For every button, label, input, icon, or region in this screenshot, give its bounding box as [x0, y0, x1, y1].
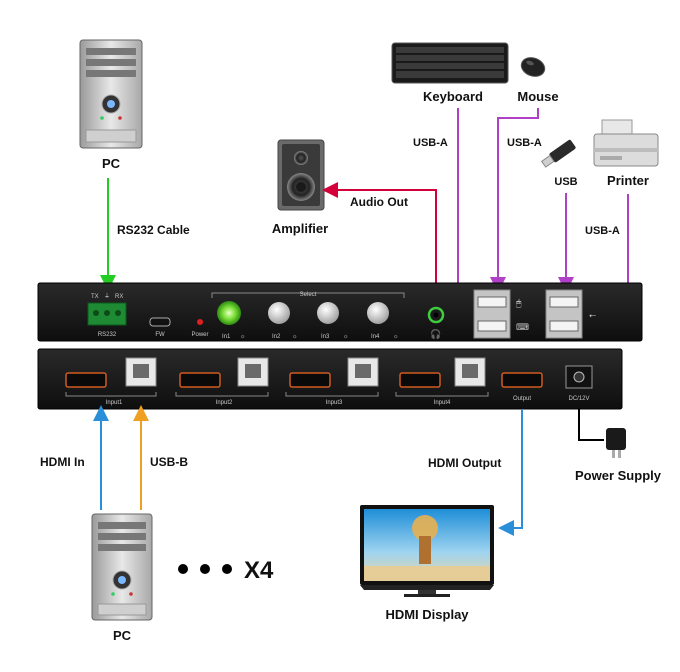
ellipsis-dot-2 — [200, 564, 210, 574]
usb-port-mouse[interactable] — [477, 296, 507, 308]
ellipsis-dot-3 — [222, 564, 232, 574]
rs232-cable-label: RS232 Cable — [117, 223, 190, 237]
fw-port — [149, 317, 171, 327]
usb-b-label: USB-B — [150, 455, 188, 469]
pc-bottom-icon — [91, 513, 153, 621]
power-led — [197, 319, 203, 325]
audio-out-line — [322, 182, 437, 283]
power-supply-icon — [606, 428, 626, 458]
power-supply-label: Power Supply — [575, 468, 662, 483]
input2-ports — [179, 357, 269, 388]
amplifier-icon — [277, 139, 325, 211]
keyboard-port-icon: ⌨ — [516, 323, 529, 333]
input3-label: Input3 — [326, 400, 343, 406]
headphone-icon: 🎧 — [430, 328, 441, 340]
tx-label: TX — [91, 294, 99, 300]
gnd-label: ⏚ — [104, 293, 110, 300]
mouse-icon — [520, 57, 546, 77]
kvm-front-panel: TX ⏚ RX RS232 FW Power Select In1 ☼ In2 … — [37, 282, 643, 342]
pc-top-label: PC — [102, 156, 121, 171]
hdmi-in-label: HDMI In — [40, 455, 85, 469]
rx-label: RX — [115, 294, 123, 300]
input4-label: Input4 — [434, 400, 451, 406]
ellipsis-dot-1 — [178, 564, 188, 574]
input1-ports — [65, 357, 157, 388]
dc-label: DC/12V — [568, 396, 589, 402]
x4-label: X4 — [244, 557, 274, 584]
input3-select-button[interactable] — [317, 302, 339, 324]
in4-sun-icon: ☼ — [393, 334, 399, 340]
in4-label: In4 — [371, 334, 380, 340]
in2-label: In2 — [272, 334, 281, 340]
input4-select-button[interactable] — [367, 302, 389, 324]
rs232-port-label: RS232 — [98, 332, 117, 338]
input1-label: Input1 — [106, 400, 123, 406]
amplifier-label: Amplifier — [272, 221, 328, 236]
power-label: Power — [191, 332, 208, 338]
audio-out-label: Audio Out — [350, 195, 408, 209]
usb-a-keyboard-label: USB-A — [413, 137, 448, 149]
input3-ports — [289, 357, 379, 388]
kvm-rear-panel: Input1 Input2 Input3 Input4 Output DC/12… — [37, 348, 623, 410]
mouse-port-icon: 🖱 — [516, 298, 522, 309]
hdmi-output-port[interactable] — [501, 372, 543, 388]
in1-label: In1 — [222, 334, 231, 340]
in3-sun-icon: ☼ — [343, 334, 349, 340]
input2-select-button[interactable] — [268, 302, 290, 324]
in1-sun-icon: ☼ — [240, 334, 246, 340]
usb-stick-icon — [540, 139, 576, 168]
printer-label: Printer — [607, 173, 649, 188]
input1-select-button[interactable] — [217, 301, 241, 325]
input4-ports — [399, 357, 486, 388]
usb-label: USB — [554, 176, 577, 188]
usb-a-printer-label: USB-A — [585, 225, 620, 237]
usb-trident-icon: ⭠ — [589, 311, 596, 321]
keyboard-icon — [391, 42, 509, 84]
input2-label: Input2 — [216, 400, 233, 406]
usb-port-keyboard[interactable] — [477, 320, 507, 332]
hdmi-display-label: HDMI Display — [385, 607, 469, 622]
in3-label: In3 — [321, 334, 330, 340]
hdmi-output-line — [498, 409, 523, 536]
keyboard-label: Keyboard — [423, 89, 483, 104]
usb-port-3[interactable] — [549, 296, 579, 308]
pc-bottom-label: PC — [113, 628, 132, 643]
output-label: Output — [513, 396, 531, 402]
select-label: Select — [300, 292, 317, 298]
hdmi-output-label: HDMI Output — [428, 456, 501, 470]
usb-port-4[interactable] — [549, 320, 579, 332]
usb-a-mouse-label: USB-A — [507, 137, 542, 149]
pc-top-icon — [79, 39, 143, 149]
in2-sun-icon: ☼ — [292, 334, 298, 340]
power-line — [578, 409, 604, 441]
fw-label: FW — [155, 332, 165, 338]
mouse-usb-line — [490, 108, 539, 293]
printer-icon — [593, 119, 659, 167]
hdmi-display-icon — [360, 505, 494, 597]
mouse-label: Mouse — [517, 89, 558, 104]
